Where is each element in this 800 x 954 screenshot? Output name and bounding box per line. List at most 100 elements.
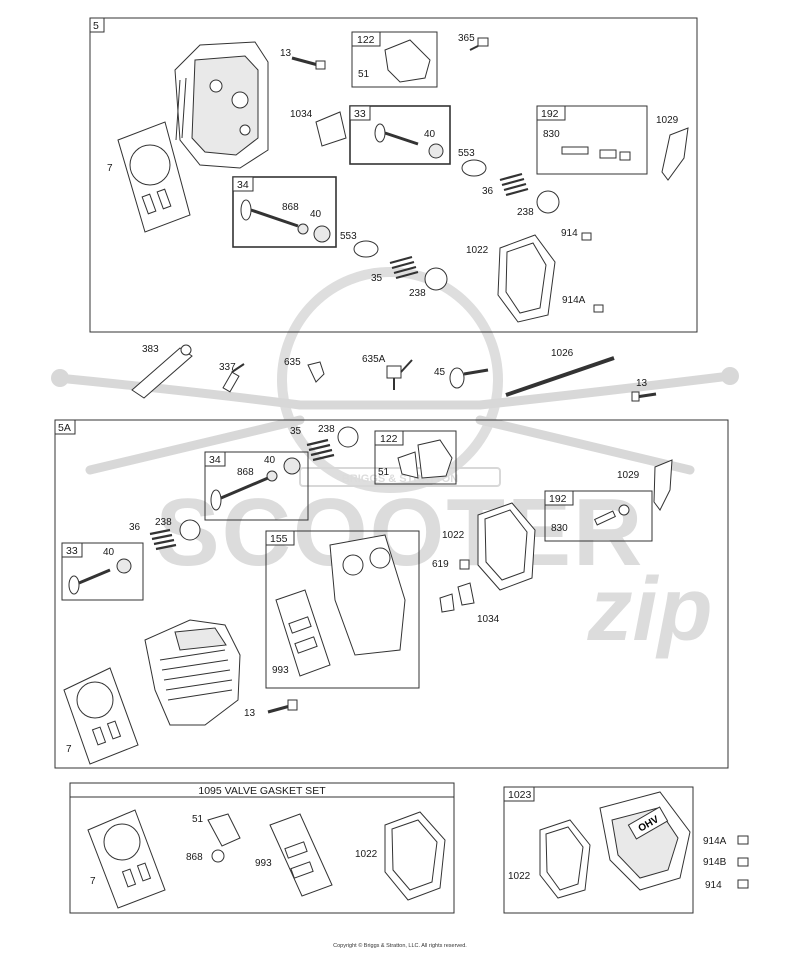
- callout: 383: [142, 344, 159, 355]
- valve-exhaust-mid-part: [68, 558, 132, 595]
- watermark-suffix: zip: [587, 560, 713, 660]
- box-mid-122-label: 122: [380, 433, 398, 445]
- cover-screws: 914A 914B 914: [703, 835, 749, 891]
- callout: 830: [543, 129, 560, 140]
- callout: 35: [290, 426, 302, 437]
- callout: 830: [551, 523, 568, 534]
- fitting-635a-part: [386, 359, 413, 390]
- callout: 914: [705, 880, 722, 891]
- rocker-cover-part: OHV: [599, 791, 691, 891]
- breather-part: [384, 39, 431, 83]
- rocker-stud-mid-part: [594, 504, 630, 526]
- callout: 7: [107, 163, 113, 174]
- callout: 45: [434, 367, 446, 378]
- callout: 1022: [442, 530, 465, 541]
- breather-body-mid-part: [417, 439, 453, 479]
- head-gasket-mid-part: [63, 667, 139, 765]
- head-gasket-set-part: [87, 809, 166, 909]
- frame-gasket-set: 1095 VALVE GASKET SET 51 868 993 1022 7: [69, 782, 455, 914]
- valve-cap-mid-part: [337, 426, 359, 448]
- callout: 868: [237, 467, 254, 478]
- valve-spring-mid-part: [306, 438, 335, 462]
- valve-cap-mid2-part: [179, 519, 201, 541]
- copyright-text: Copyright © Briggs & Stratton, LLC. All …: [333, 943, 467, 949]
- box-top-34-label: 34: [237, 179, 249, 191]
- callout: 993: [255, 858, 272, 869]
- callout: 868: [282, 202, 299, 213]
- callout: 914A: [562, 295, 586, 306]
- callout: 868: [186, 852, 203, 863]
- box-top-192-label: 192: [541, 108, 559, 120]
- screw-619-part: [459, 559, 470, 570]
- callout: 238: [155, 517, 172, 528]
- callout: 40: [424, 129, 436, 140]
- push-rod-guide-part: [131, 344, 193, 399]
- callout: 51: [378, 467, 390, 478]
- callout: 40: [103, 547, 115, 558]
- callout: 1026: [551, 348, 574, 359]
- callout: 238: [409, 288, 426, 299]
- spark-plug-part: [222, 363, 245, 393]
- callout: 7: [66, 744, 72, 755]
- breather-gasket-set-part: [207, 813, 241, 847]
- callout: 1022: [355, 849, 378, 860]
- retainer-mid-part: [439, 593, 455, 613]
- callout: 1029: [617, 470, 640, 481]
- loose-parts: 383 337 635 635A 45 1026 13: [131, 344, 657, 402]
- washer-part: [461, 159, 487, 177]
- watermark-stem: [85, 415, 695, 475]
- callout: 35: [371, 273, 383, 284]
- cover-set-label: 1023: [508, 789, 532, 801]
- valve-spring-mid2-part: [149, 528, 177, 551]
- valve-cap-part: [536, 190, 560, 214]
- callout: 914B: [703, 857, 727, 868]
- cover-gasket-part: [539, 819, 591, 899]
- callout: 619: [432, 559, 449, 570]
- retainer-mid2-part: [457, 582, 475, 606]
- callout: 238: [517, 207, 534, 218]
- valve-intake-part: [240, 199, 331, 243]
- screw-914-part: [581, 232, 592, 241]
- cylinder-head-mid-part: [144, 619, 241, 726]
- screw-914a-cover-part: [737, 835, 749, 845]
- callout: 1022: [466, 245, 489, 256]
- callout: 635A: [362, 354, 386, 365]
- retainer-plate-part: [315, 111, 347, 147]
- frame-cover-set: 1023 OHV 1022: [503, 786, 694, 914]
- callout: 40: [310, 209, 322, 220]
- watermark-knob-right: [721, 367, 739, 385]
- callout: 914A: [703, 836, 727, 847]
- callout: 238: [318, 424, 335, 435]
- box-mid-155-label: 155: [270, 533, 288, 545]
- screw-part: [469, 37, 489, 51]
- screw-914b-cover-part: [737, 857, 749, 867]
- callout: 13: [280, 48, 292, 59]
- callout: 337: [219, 362, 236, 373]
- callout: 993: [272, 665, 289, 676]
- rocker-cover-gasket-mid-part: [477, 502, 536, 591]
- gasket-mid-large-part: [329, 534, 406, 656]
- callout: 553: [340, 231, 357, 242]
- head-gasket-part: [117, 121, 191, 233]
- box-top-33-label: 33: [354, 108, 366, 120]
- callout: 914: [561, 228, 578, 239]
- fitting-part: [307, 361, 325, 383]
- valve-spring-lower-part: [389, 255, 419, 280]
- push-rod-part: [505, 356, 615, 397]
- breather-mid-part: [397, 451, 419, 479]
- callout: 1029: [656, 115, 679, 126]
- valve-intake-mid-part: [210, 457, 301, 511]
- rocker-stud-part: [561, 146, 631, 161]
- bolt-loose-part: [631, 391, 657, 402]
- callout: 40: [264, 455, 276, 466]
- frame-middle: 5A 122 34 192: [54, 419, 729, 769]
- rocker-arm-mid-part: [653, 459, 673, 511]
- bolt-part: [291, 56, 326, 70]
- rocker-cover-gasket-set-part: [384, 811, 446, 901]
- valve-spring-part: [499, 172, 529, 197]
- gasket-set-title: 1095 VALVE GASKET SET: [198, 785, 326, 797]
- screw-914a-part: [593, 304, 604, 313]
- callout: 51: [192, 814, 204, 825]
- callout: 1022: [508, 871, 531, 882]
